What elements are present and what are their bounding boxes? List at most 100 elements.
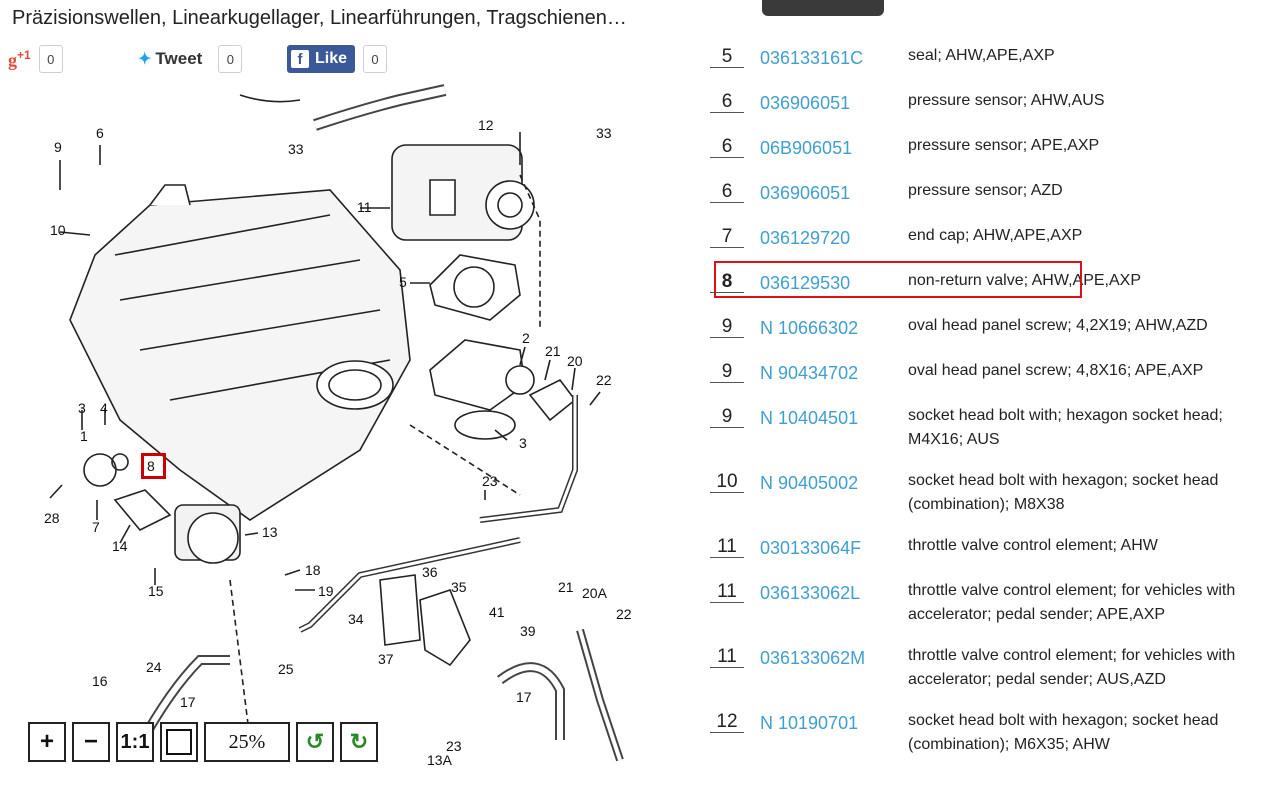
svg-text:7: 7 (92, 519, 100, 535)
rotate-right-icon: ↻ (349, 729, 369, 754)
rotate-left-button[interactable]: ↺ (296, 722, 334, 762)
part-description: non-return valve; AHW,APE,AXP (908, 272, 1141, 289)
item-number: 7 (710, 227, 744, 248)
svg-text:17: 17 (180, 694, 196, 710)
part-description: oval head panel screw; 4,2X19; AHW,AZD (908, 317, 1208, 334)
part-number-link[interactable]: N 90434702 (760, 363, 859, 383)
item-number: 12 (710, 712, 744, 733)
like-label: Like (315, 50, 348, 67)
item-number: 5 (710, 47, 744, 68)
item-number: 6 (710, 137, 744, 158)
svg-text:5: 5 (399, 274, 407, 290)
svg-text:14: 14 (112, 538, 128, 554)
svg-text:2: 2 (522, 330, 530, 346)
item-number: 9 (710, 407, 744, 428)
svg-text:33: 33 (596, 125, 612, 141)
svg-text:4: 4 (100, 400, 108, 416)
svg-text:39: 39 (520, 623, 536, 639)
svg-text:15: 15 (148, 583, 164, 599)
part-description: end cap; AHW,APE,AXP (908, 227, 1083, 244)
item-number: 6 (710, 92, 744, 113)
zoom-level-display: 25% (204, 722, 290, 762)
gplus-widget[interactable]: g+1 0 (8, 44, 63, 74)
part-number-link[interactable]: 036906051 (760, 93, 851, 113)
svg-text:18: 18 (305, 562, 321, 578)
svg-text:22: 22 (616, 606, 632, 622)
svg-text:3: 3 (78, 400, 86, 416)
rotate-left-icon: ↺ (305, 729, 325, 754)
twitter-bird-icon: ✦ (138, 51, 152, 68)
selected-row-highlight (714, 261, 1082, 298)
svg-text:24: 24 (146, 659, 162, 675)
svg-text:3: 3 (519, 435, 527, 451)
svg-text:8: 8 (147, 458, 155, 474)
item-number: 11 (710, 537, 744, 558)
svg-text:11: 11 (357, 199, 372, 215)
part-description: seal; AHW,APE,AXP (908, 47, 1055, 64)
fit-frame-icon (166, 729, 192, 755)
svg-text:35: 35 (451, 579, 467, 595)
gplus-count: 0 (38, 45, 63, 73)
svg-text:41: 41 (489, 604, 505, 620)
actual-size-button[interactable]: 1:1 (116, 722, 154, 762)
part-description: pressure sensor; AZD (908, 182, 1063, 199)
like-count: 0 (363, 45, 388, 73)
svg-text:33: 33 (288, 141, 304, 157)
item-number: 11 (710, 582, 744, 603)
part-description: throttle valve control element; for vehi… (908, 582, 1236, 623)
part-description: socket head bolt with; hexagon socket he… (908, 407, 1223, 448)
svg-text:12: 12 (478, 117, 494, 133)
svg-text:19: 19 (318, 583, 334, 599)
part-number-link[interactable]: 036906051 (760, 183, 851, 203)
item-number: 11 (710, 647, 744, 668)
svg-text:6: 6 (96, 125, 104, 141)
like-widget[interactable]: f Like 0 (287, 44, 388, 74)
part-number-link[interactable]: 036133161C (760, 48, 864, 68)
part-description: oval head panel screw; 4,8X16; APE,AXP (908, 362, 1204, 379)
svg-text:20A: 20A (582, 585, 608, 601)
part-number-link[interactable]: 036133062M (760, 648, 866, 668)
top-tab[interactable] (762, 0, 884, 16)
item-number: 8 (710, 272, 744, 293)
zoom-out-button[interactable]: − (72, 722, 110, 762)
svg-text:13A: 13A (427, 752, 453, 768)
tweet-widget[interactable]: ✦ Tweet 0 (132, 44, 243, 74)
callout-8-highlight (141, 453, 166, 479)
part-number-link[interactable]: 030133064F (760, 538, 862, 558)
svg-text:34: 34 (348, 611, 364, 627)
svg-text:36: 36 (422, 564, 438, 580)
part-number-link[interactable]: N 90405002 (760, 473, 859, 493)
part-number-link[interactable]: 036133062L (760, 583, 861, 603)
svg-text:10: 10 (50, 222, 66, 238)
rotate-right-button[interactable]: ↻ (340, 722, 378, 762)
svg-text:9: 9 (54, 139, 62, 155)
part-description: pressure sensor; AHW,AUS (908, 92, 1105, 109)
item-number: 6 (710, 182, 744, 203)
svg-text:17: 17 (516, 689, 532, 705)
tweet-label: Tweet (155, 49, 203, 68)
part-number-link[interactable]: N 10190701 (760, 713, 859, 733)
part-description: throttle valve control element; for vehi… (908, 647, 1236, 688)
svg-text:16: 16 (92, 673, 108, 689)
item-number: 9 (710, 317, 744, 338)
like-button[interactable]: f Like (287, 45, 356, 73)
svg-text:1: 1 (80, 428, 88, 444)
svg-text:23: 23 (482, 473, 498, 489)
svg-text:28: 28 (44, 510, 60, 526)
part-description: socket head bolt with hexagon; socket he… (908, 472, 1219, 513)
part-description: pressure sensor; APE,AXP (908, 137, 1100, 154)
svg-text:22: 22 (596, 372, 612, 388)
svg-text:21: 21 (558, 579, 574, 595)
part-number-link[interactable]: N 10404501 (760, 408, 859, 428)
part-description: socket head bolt with hexagon; socket he… (908, 712, 1219, 753)
part-number-link[interactable]: 036129530 (760, 273, 851, 293)
part-number-link[interactable]: 036129720 (760, 228, 851, 248)
part-number-link[interactable]: N 10666302 (760, 318, 859, 338)
part-number-link[interactable]: 06B906051 (760, 138, 853, 158)
gplus-icon[interactable]: g+1 (8, 47, 31, 70)
fit-to-window-button[interactable] (160, 722, 198, 762)
parts-diagram[interactable]: 6 9 12 33 33 11 10 5 2 21 20 22 3 3 4 1 … (0, 80, 660, 785)
tweet-button[interactable]: ✦ Tweet (132, 46, 210, 72)
svg-text:23: 23 (446, 738, 462, 754)
zoom-in-button[interactable]: + (28, 722, 66, 762)
